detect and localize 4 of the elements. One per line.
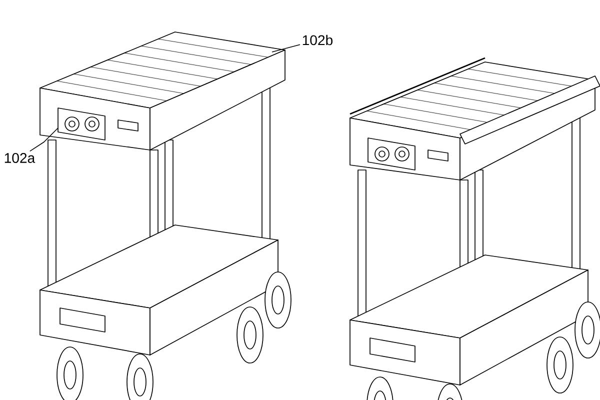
leader-line (30, 128, 58, 152)
reference-numeral: 102a (4, 153, 36, 163)
reference-numeral: 102b (302, 34, 333, 46)
leader-line (272, 44, 300, 52)
